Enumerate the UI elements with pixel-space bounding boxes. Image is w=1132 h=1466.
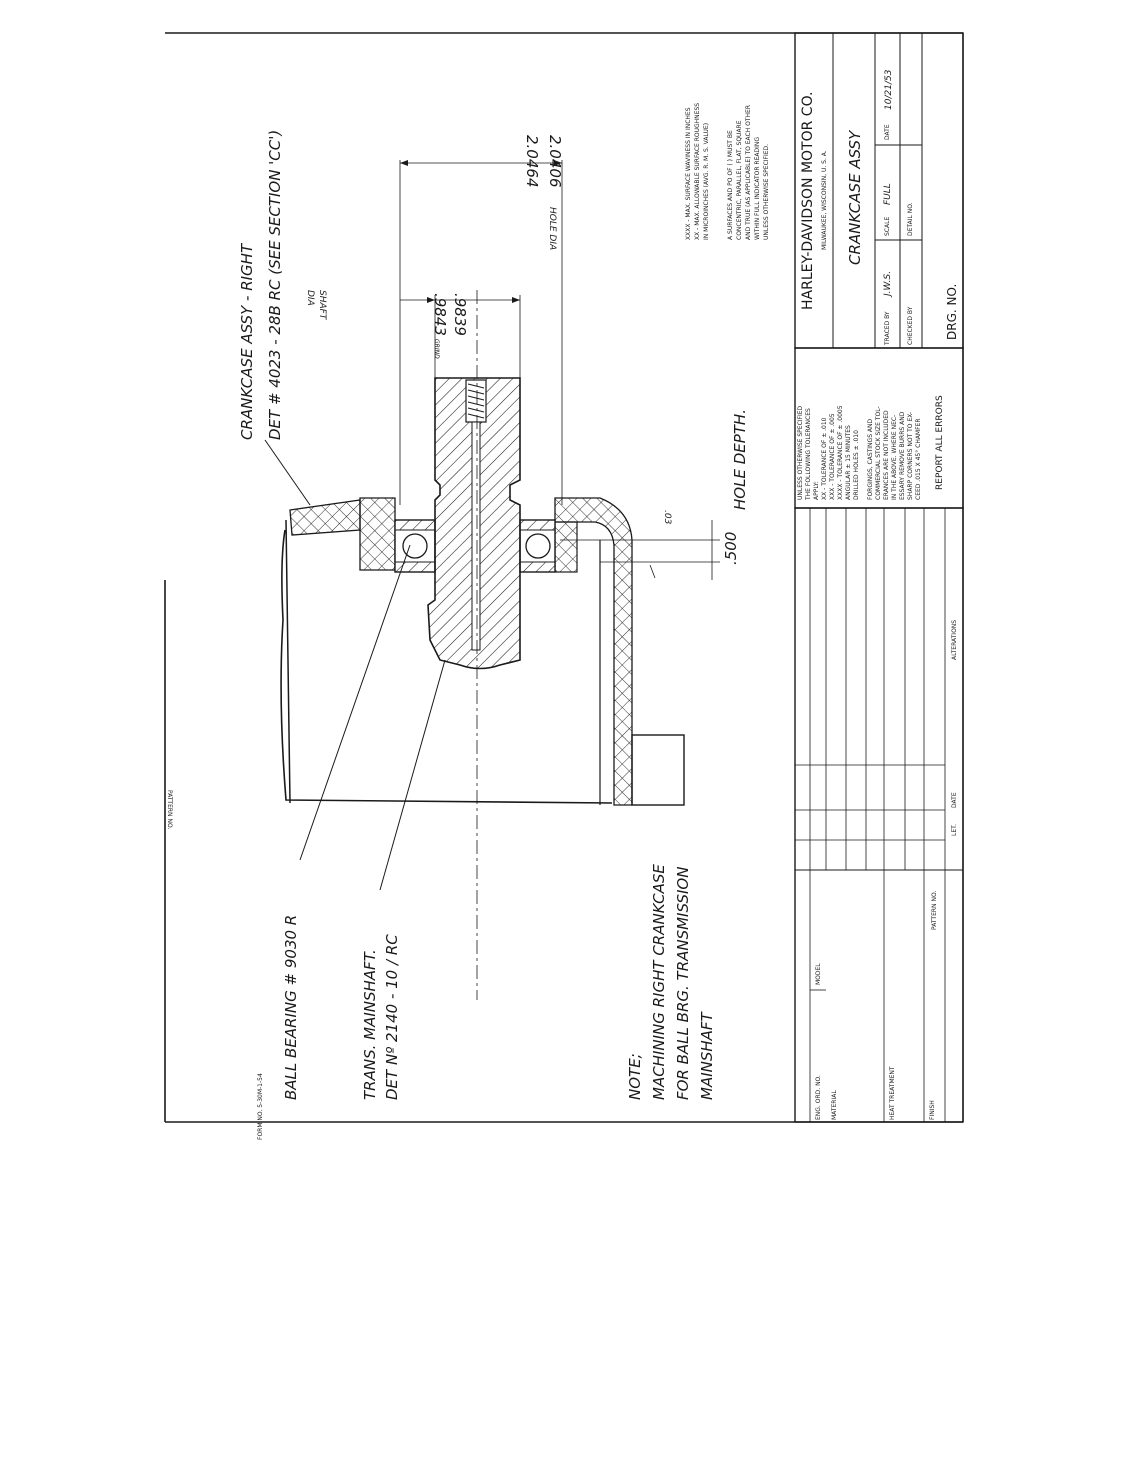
tol-line-0: UNLESS OTHERWISE SPECIFIED	[797, 405, 804, 500]
material-label: MATERIAL	[831, 1090, 838, 1120]
surface-note-8: UNLESS OTHERWISE SPECIFIED.	[763, 144, 770, 240]
eng-ord-no-label: ENG. ORD. NO.	[815, 1075, 822, 1120]
ball-bearing	[394, 519, 556, 573]
note-line-1: MACHINING RIGHT CRANKCASE	[650, 864, 668, 1100]
dim-hole-dia-label: HOLE DIA	[547, 207, 557, 250]
tol-line-5: XXXX - TOLERANCE OF ± .0005	[837, 405, 844, 500]
report-errors: REPORT ALL ERRORS	[935, 395, 945, 490]
dimension-lines	[399, 160, 720, 580]
part-name: CRANKCASE ASSY	[846, 129, 864, 265]
surface-note-2: XX - MAX. ALLOWABLE SURFACE ROUGHNESS	[694, 103, 701, 240]
company-location: MILWAUKEE, WISCONSIN, U. S. A.	[821, 150, 828, 250]
tol-line-1: THE FOLLOWING TOLERANCES	[805, 408, 812, 501]
surface-notes: XXXX - MAX. SURFACE WAVINESS IN INCHES X…	[685, 103, 770, 240]
tol-line-4: XXX - TOLERANCE OF ± .005	[829, 413, 836, 500]
surface-note-4: A SURFACES AND PO OF ( ) MUST BE	[727, 130, 734, 240]
tol-line-8: FORGINGS, CASTINGS AND	[867, 418, 874, 500]
tol-line-6: ANGULAR ± 15 MINUTES	[845, 425, 852, 500]
drg-no-label: DRG. NO.	[945, 284, 959, 340]
tol-line-3: XX - TOLERANCE OF ± .010	[821, 417, 828, 500]
note-line-2: FOR BALL BRG. TRANSMISSION	[674, 867, 692, 1100]
title-block: HARLEY-DAVIDSON MOTOR CO. MILWAUKEE, WIS…	[794, 32, 964, 349]
callout-crankcase-line2: DET # 4023 - 28B RC (SEE SECTION 'CC')	[266, 130, 284, 440]
margin-pattern-no: PATTERN NO.	[166, 790, 173, 829]
surface-note-7: WITHIN FULL INDICATOR READING	[754, 137, 761, 240]
dim-hole-dia-2: 2.0406	[546, 135, 564, 188]
surface-note-6: AND TRUE (AS APPLICABLE) TO EACH OTHER	[745, 105, 752, 240]
dim-shaft-2: .9843	[431, 293, 449, 336]
date-label: DATE	[884, 124, 891, 140]
traced-by-value: J.W.S.	[883, 271, 893, 298]
finish-label: FINISH	[929, 1100, 936, 1120]
tol-line-2: APPLY:	[813, 481, 820, 500]
tol-line-9: COMMERCIAL STOCK SIZE TOL-	[875, 406, 882, 500]
mainshaft	[427, 290, 521, 1000]
model-label: MODEL	[815, 963, 822, 985]
dim-shaft-2-group: .9843 GRIND	[431, 293, 449, 359]
surface-note-1: XXXX - MAX. SURFACE WAVINESS IN INCHES	[685, 107, 692, 240]
let-label: LET.	[951, 824, 958, 836]
crankcase-wall	[289, 499, 361, 536]
dim-shaft-label: SHAFT DIA	[305, 290, 327, 321]
callout-mainshaft: TRANS. MAINSHAFT. DET Nº 2140 - 10 / RC	[361, 934, 401, 1100]
dim-hole-dia-1: 2.0464	[523, 135, 541, 188]
dim-shaft-1: .9839	[451, 293, 469, 336]
date-value: 10/21/53	[884, 69, 894, 110]
surface-note-3: IN MICROINCHES (AVG. R. M. S. VALUE)	[703, 123, 710, 240]
callout-crankcase: CRANKCASE ASSY - RIGHT DET # 4023 - 28B …	[238, 130, 284, 440]
crankcase-section	[280, 497, 685, 806]
alterations-block: ALTERATIONS LET. DATE PATTERN NO. ENG. O…	[794, 507, 964, 1123]
leader-lines	[264, 439, 446, 891]
surface-note-5: CONCENTRIC, PARALLEL, FLAT, SQUARE	[736, 120, 743, 240]
dim-hole-dia-2-group: 2.0406 HOLE DIA	[546, 135, 564, 250]
tol-line-12: ESSARY REMOVE BURRS AND	[899, 411, 906, 500]
dim-shaft-label-2: DIA	[305, 290, 315, 306]
company-name: HARLEY-DAVIDSON MOTOR CO.	[800, 92, 816, 310]
note-block: NOTE; MACHINING RIGHT CRANKCASE FOR BALL…	[626, 864, 716, 1100]
tol-line-11: IN THE ABOVE. WHERE NEC-	[891, 415, 898, 500]
scale-label: SCALE	[884, 217, 891, 236]
dim-depth-label: HOLE DEPTH.	[731, 409, 749, 510]
heat-treatment-label: HEAT TREATMENT	[889, 1066, 896, 1120]
note-title: NOTE;	[626, 1053, 644, 1100]
detail-no-label: DETAIL NO.	[907, 202, 914, 236]
callout-ball-bearing: BALL BEARING # 9030 R	[282, 915, 300, 1100]
note-line-3: MAINSHAFT	[698, 1010, 716, 1100]
dim-chamfer: .03	[662, 510, 672, 525]
pattern-no-label: PATTERN NO.	[931, 891, 938, 930]
dim-depth: .500	[722, 532, 740, 565]
tol-line-14: CEED .015 X 45° CHAMFER	[915, 418, 922, 500]
callout-crankcase-line1: CRANKCASE ASSY - RIGHT	[238, 242, 256, 440]
tolerance-lines: UNLESS OTHERWISE SPECIFIED THE FOLLOWING…	[797, 395, 945, 501]
date-col-label: DATE	[951, 792, 958, 808]
checked-by-label: CHECKED BY	[907, 306, 914, 345]
margin-form-no: FORM NO. 5-30M-1-54	[257, 1073, 264, 1140]
callout-mainshaft-line1: TRANS. MAINSHAFT.	[361, 949, 379, 1100]
scale-value: FULL	[883, 183, 893, 205]
tolerance-block: UNLESS OTHERWISE SPECIFIED THE FOLLOWING…	[794, 347, 964, 509]
callout-mainshaft-line2: DET Nº 2140 - 10 / RC	[383, 934, 401, 1100]
dim-shaft-grind: GRIND	[433, 339, 440, 359]
alterations-label: ALTERATIONS	[951, 620, 958, 660]
traced-by-label: TRACED BY	[884, 311, 891, 346]
tol-line-7: DRILLED HOLES ± .010	[853, 430, 860, 500]
tol-line-10: ERANCES ARE NOT INCLUDED	[883, 410, 890, 500]
tol-line-13: SHARP CORNERS NOT TO EX-	[907, 412, 914, 500]
dim-shaft-label-1: SHAFT	[317, 290, 327, 321]
